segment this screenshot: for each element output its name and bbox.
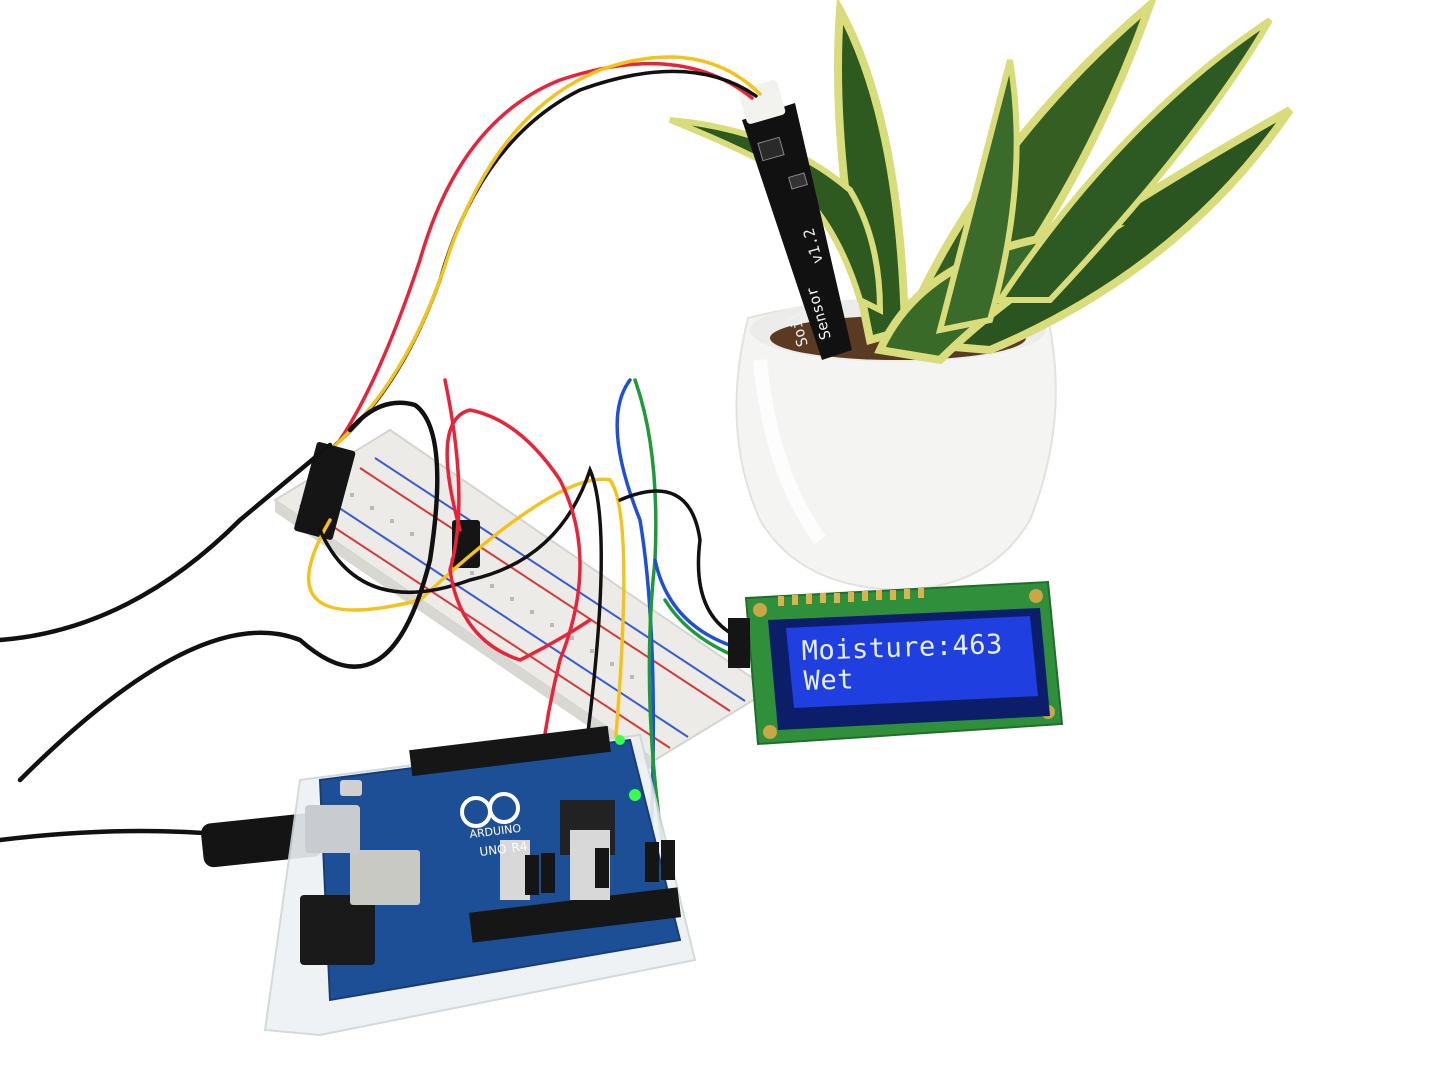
breadboard — [273, 428, 772, 772]
usb-c-port — [305, 805, 360, 853]
plant-leaves — [668, 0, 1294, 365]
board-revision: R4 — [511, 839, 529, 855]
bottom-header — [468, 887, 682, 943]
arduino-dupont-plugs — [525, 840, 675, 895]
power-led — [629, 789, 641, 801]
board-brand: ARDUINO — [469, 822, 522, 841]
jumper-wires — [306, 378, 747, 862]
top-header — [409, 725, 611, 777]
lcd-line-1: Moisture:463 — [801, 629, 1003, 667]
power-jack — [300, 895, 375, 965]
arduino-board: ARDUINO UNO R4 — [300, 725, 682, 1002]
wifi-module — [350, 850, 420, 905]
sensor-wires — [328, 55, 762, 452]
lcd-line-2: Wet — [803, 664, 854, 697]
board-model: UNO — [479, 842, 508, 859]
lcd-screen — [786, 616, 1038, 708]
dupont-headers — [294, 442, 480, 568]
lcd-module: Moisture:463 Wet — [728, 580, 1064, 746]
soil-sensor: Soil Sensor v1.2 — [738, 80, 852, 360]
